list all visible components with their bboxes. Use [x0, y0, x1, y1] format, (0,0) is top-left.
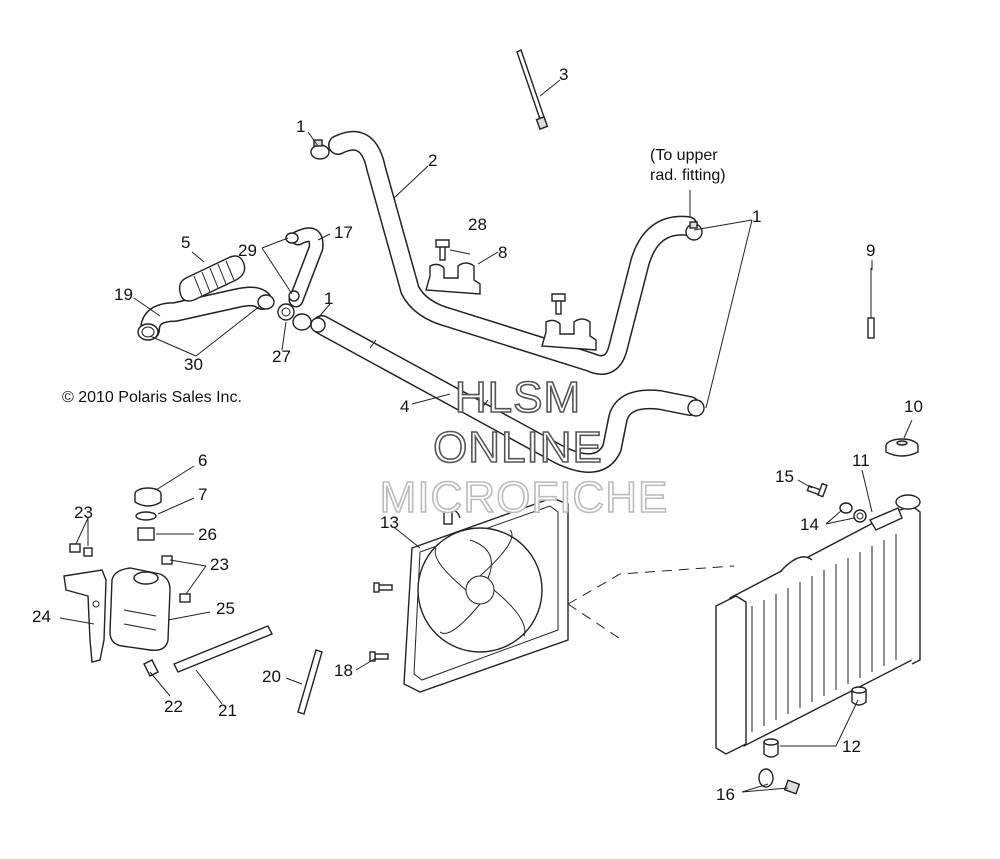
callout-25: 25	[216, 599, 235, 618]
bracket-8-a	[425, 262, 481, 295]
callout-11: 11	[852, 451, 870, 470]
callout-18: 18	[334, 661, 353, 680]
tie-strap-20	[297, 649, 323, 715]
callout-9: 9	[866, 241, 875, 260]
sleeve-5	[178, 255, 246, 302]
callout-19: 19	[114, 285, 133, 304]
callout-21: 21	[218, 701, 237, 720]
callout-23-left: 23	[74, 503, 93, 522]
hose-19	[140, 286, 272, 340]
radiator-cap-10	[885, 438, 919, 457]
callout-10: 10	[904, 397, 923, 416]
radiator-fins	[751, 534, 897, 732]
tie-strap-3	[516, 49, 549, 130]
clamp-27	[277, 303, 295, 321]
grommet-14-b	[853, 509, 867, 523]
callout-5: 5	[181, 233, 190, 252]
bolt-28	[435, 239, 450, 261]
fan-shroud-13	[403, 497, 569, 693]
callout-1-upper-left: 1	[296, 117, 305, 136]
callout-15: 15	[775, 467, 794, 486]
note-line-1: (To upper	[650, 147, 718, 164]
watermark-line-1: HLSM	[455, 373, 581, 422]
callout-6: 6	[198, 451, 207, 470]
bolt-23-a	[69, 543, 93, 557]
callout-12: 12	[842, 737, 861, 756]
grommet-12-b	[763, 738, 779, 758]
hose-17	[288, 227, 324, 308]
callout-20: 20	[262, 667, 281, 686]
clamp-30-b	[257, 294, 275, 310]
callout-13: 13	[380, 513, 399, 532]
callout-4: 4	[400, 397, 409, 416]
bolt-28-b	[551, 293, 566, 315]
bolt-13-a	[373, 582, 393, 593]
hose-2	[328, 130, 698, 375]
cap-6	[134, 487, 162, 507]
grommet-14-a	[839, 502, 853, 514]
clamp-29-a	[285, 232, 299, 244]
fitting-22	[143, 659, 159, 677]
callout-1-middle: 1	[324, 289, 333, 308]
grommet-12-a	[851, 686, 867, 706]
clamp-1-middle	[292, 313, 326, 333]
callout-1-right: 1	[752, 207, 761, 226]
hose-4	[312, 315, 700, 473]
bolt-15	[806, 482, 828, 498]
fitting-26	[137, 527, 155, 541]
callout-8: 8	[498, 243, 507, 262]
callout-22: 22	[164, 697, 183, 716]
recovery-bottle-25	[109, 567, 171, 651]
watermark: HLSM ONLINE MICROFICHE	[379, 372, 669, 523]
note-line-2: rad. fitting)	[650, 167, 726, 184]
callout-30: 30	[184, 355, 203, 374]
tie-strap-9	[867, 268, 875, 339]
callout-29: 29	[238, 241, 257, 260]
leader-lines	[59, 79, 913, 793]
callout-23-right: 23	[210, 555, 229, 574]
radiator-11	[715, 494, 921, 755]
clamp-1-upper-left	[310, 139, 330, 160]
bolt-18	[369, 651, 389, 662]
callout-28: 28	[468, 215, 487, 234]
watermark-line-2: ONLINE	[433, 423, 603, 472]
watermark-line-3: MICROFICHE	[380, 473, 669, 522]
callout-26: 26	[198, 525, 217, 544]
clamp-30-a	[137, 323, 159, 341]
callout-16: 16	[716, 785, 735, 804]
clamp-1-lower-right	[687, 399, 705, 417]
seal-7	[135, 511, 157, 521]
drain-plug-16	[758, 768, 801, 795]
clamp-1-upper-right	[685, 221, 703, 241]
callout-24: 24	[32, 607, 51, 626]
copyright-text: © 2010 Polaris Sales Inc.	[62, 389, 242, 406]
callout-7: 7	[198, 485, 207, 504]
assembly-line	[567, 565, 735, 641]
callout-27: 27	[272, 347, 291, 366]
callout-2: 2	[428, 151, 437, 170]
bracket-24	[63, 569, 107, 663]
bracket-8-b	[541, 318, 597, 351]
callout-3: 3	[559, 65, 568, 84]
hose-21	[173, 625, 273, 673]
callout-17: 17	[334, 223, 353, 242]
callouts: 1 2 3 4 5 6 7 8 9 10 11 12 13 14 15 16 1…	[32, 65, 923, 804]
callout-14: 14	[800, 515, 819, 534]
